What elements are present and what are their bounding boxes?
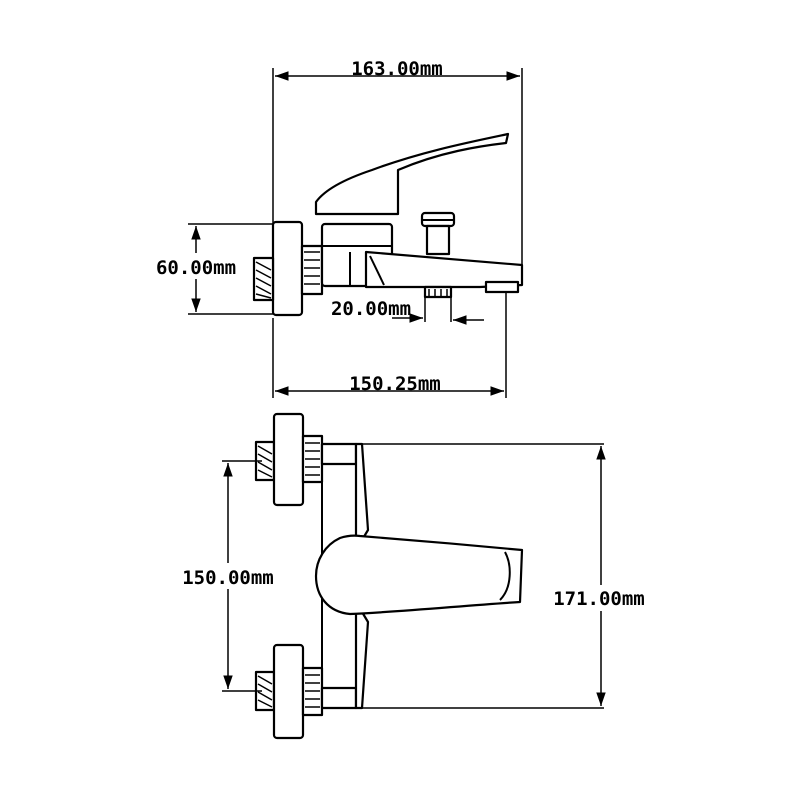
lever-handle — [314, 132, 510, 216]
dimension-spout-gap: 20.00mm — [331, 285, 484, 325]
hex-nut — [300, 244, 324, 296]
upper-inlet — [254, 412, 358, 507]
lower-inlet — [254, 643, 358, 740]
dimension-label-spout-gap: 20.00mm — [331, 298, 411, 320]
plan-body-lower — [354, 610, 370, 710]
dimension-label-plan-depth: 171.00mm — [553, 588, 645, 610]
diverter-knob — [420, 211, 456, 256]
dimension-inlet-spacing: 150.00mm — [176, 460, 280, 692]
dimension-plan-depth: 171.00mm — [550, 446, 650, 706]
plan-view: 150.00mm 171.00mm — [176, 412, 650, 740]
dimension-label-top-width: 163.00mm — [351, 58, 443, 80]
dimension-top-width: 163.00mm — [272, 58, 523, 265]
plan-body — [354, 442, 370, 542]
wall-flange — [271, 220, 304, 317]
threaded-inlet — [252, 256, 275, 302]
side-view: 163.00mm — [150, 58, 524, 398]
dimension-bottom-width: 150.25mm — [272, 292, 507, 398]
dimension-label-height-left: 60.00mm — [156, 257, 236, 279]
dimension-height-left: 60.00mm — [150, 223, 273, 315]
plan-lever-handle — [314, 534, 524, 616]
spout-outlet — [484, 280, 520, 294]
dimension-label-bottom-width: 150.25mm — [349, 373, 441, 395]
dimension-label-inlet-spacing: 150.00mm — [182, 567, 274, 589]
